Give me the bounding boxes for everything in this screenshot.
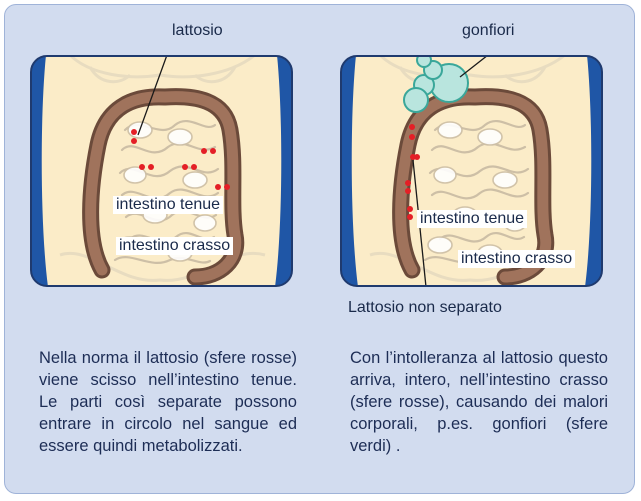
label-lattosio: lattosio bbox=[172, 22, 223, 40]
label-gonfiori: gonfiori bbox=[462, 22, 514, 40]
label-intestino-crasso-right: intestino crasso bbox=[458, 250, 575, 268]
label-intestino-crasso-left: intestino crasso bbox=[116, 237, 233, 255]
caption-intolerance: Con l’intolleranza al lattosio questo ar… bbox=[350, 347, 608, 457]
diagram-frame: lattosio gonfiori intestino tenue intest… bbox=[4, 4, 635, 494]
label-lattosio-non-separato: Lattosio non separato bbox=[348, 299, 502, 317]
label-intestino-tenue-right: intestino tenue bbox=[417, 210, 527, 228]
label-intestino-tenue-left: intestino tenue bbox=[113, 196, 223, 214]
caption-normal: Nella norma il lattosio (sfere rosse) vi… bbox=[39, 347, 297, 457]
